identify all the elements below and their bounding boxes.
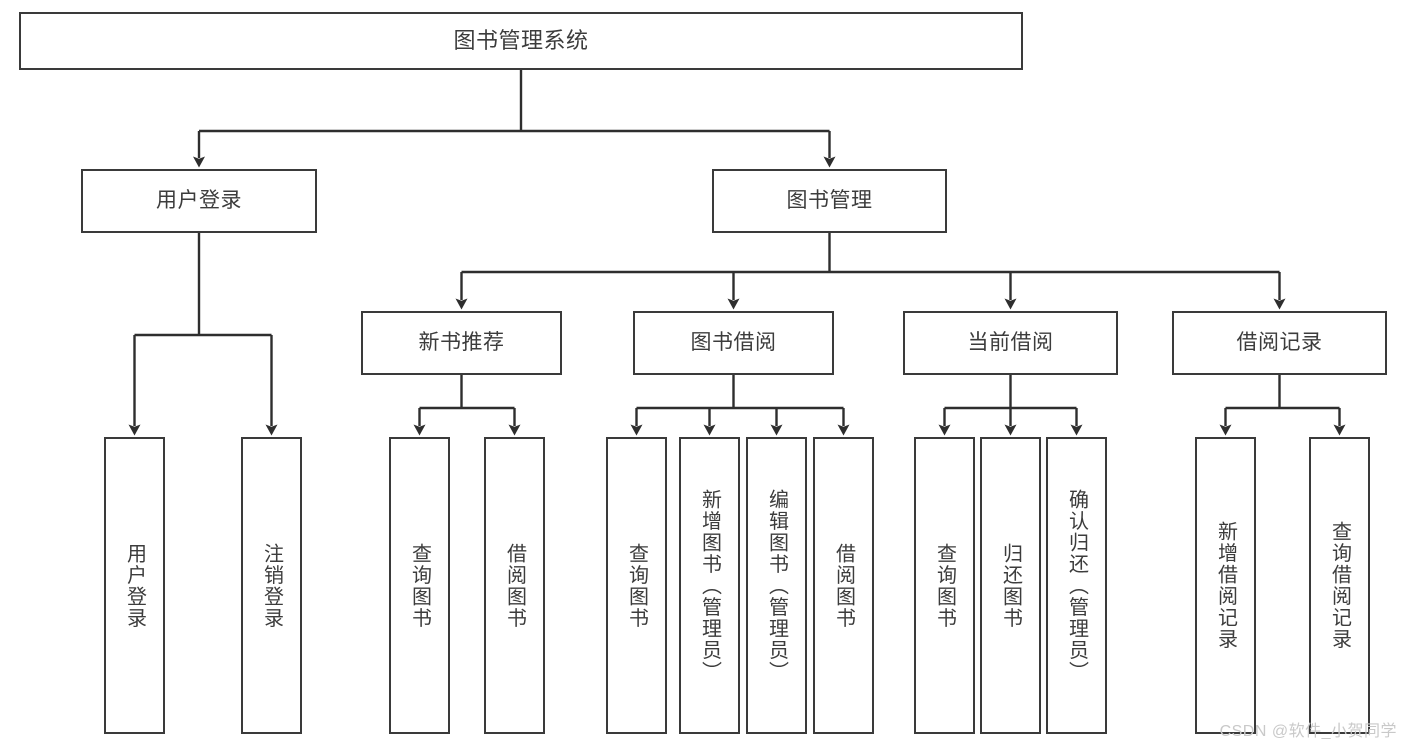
node-label: 当前借阅 bbox=[967, 331, 1054, 355]
node-label: 借阅图书 bbox=[503, 542, 526, 629]
node-label: 注销登录 bbox=[260, 542, 283, 629]
node-leaf-user-login[interactable]: 用户登录 bbox=[104, 437, 165, 734]
node-newbook[interactable]: 新书推荐 bbox=[361, 311, 562, 375]
node-login[interactable]: 用户登录 bbox=[81, 169, 317, 233]
node-leaf-current-return[interactable]: 归还图书 bbox=[980, 437, 1041, 734]
node-label: 图书借阅 bbox=[690, 331, 777, 355]
node-leaf-current-confirm[interactable]: 确认归还（管理员） bbox=[1046, 437, 1107, 734]
node-label: 编辑图书（管理员） bbox=[765, 488, 788, 683]
node-label: 新增借阅记录 bbox=[1214, 521, 1237, 650]
node-leaf-borrow-edit[interactable]: 编辑图书（管理员） bbox=[746, 437, 807, 734]
node-current[interactable]: 当前借阅 bbox=[903, 311, 1118, 375]
node-label: 查询图书 bbox=[625, 542, 648, 629]
node-label: 用户登录 bbox=[156, 189, 242, 213]
node-label: 新增图书（管理员） bbox=[698, 488, 721, 683]
node-label: 用户登录 bbox=[123, 542, 146, 629]
node-label: 新书推荐 bbox=[418, 331, 505, 355]
node-bookmgmt[interactable]: 图书管理 bbox=[712, 169, 947, 233]
node-label: 查询借阅记录 bbox=[1328, 521, 1351, 650]
node-label: 图书管理系统 bbox=[453, 27, 589, 53]
node-leaf-borrow-query[interactable]: 查询图书 bbox=[606, 437, 667, 734]
node-label: 查询图书 bbox=[933, 542, 956, 629]
node-records[interactable]: 借阅记录 bbox=[1172, 311, 1387, 375]
node-leaf-borrow-add[interactable]: 新增图书（管理员） bbox=[679, 437, 740, 734]
node-label: 确认归还（管理员） bbox=[1065, 488, 1088, 683]
node-leaf-user-logout[interactable]: 注销登录 bbox=[241, 437, 302, 734]
node-label: 归还图书 bbox=[999, 542, 1022, 629]
node-leaf-new-borrow[interactable]: 借阅图书 bbox=[484, 437, 545, 734]
node-root[interactable]: 图书管理系统 bbox=[19, 12, 1023, 70]
node-leaf-current-query[interactable]: 查询图书 bbox=[914, 437, 975, 734]
node-leaf-record-add[interactable]: 新增借阅记录 bbox=[1195, 437, 1256, 734]
node-label: 借阅图书 bbox=[832, 542, 855, 629]
node-leaf-record-query[interactable]: 查询借阅记录 bbox=[1309, 437, 1370, 734]
node-borrow[interactable]: 图书借阅 bbox=[633, 311, 834, 375]
node-label: 借阅记录 bbox=[1236, 331, 1323, 355]
node-label: 图书管理 bbox=[786, 189, 873, 213]
node-leaf-borrow-lend[interactable]: 借阅图书 bbox=[813, 437, 874, 734]
node-label: 查询图书 bbox=[408, 542, 431, 629]
node-leaf-new-query[interactable]: 查询图书 bbox=[389, 437, 450, 734]
